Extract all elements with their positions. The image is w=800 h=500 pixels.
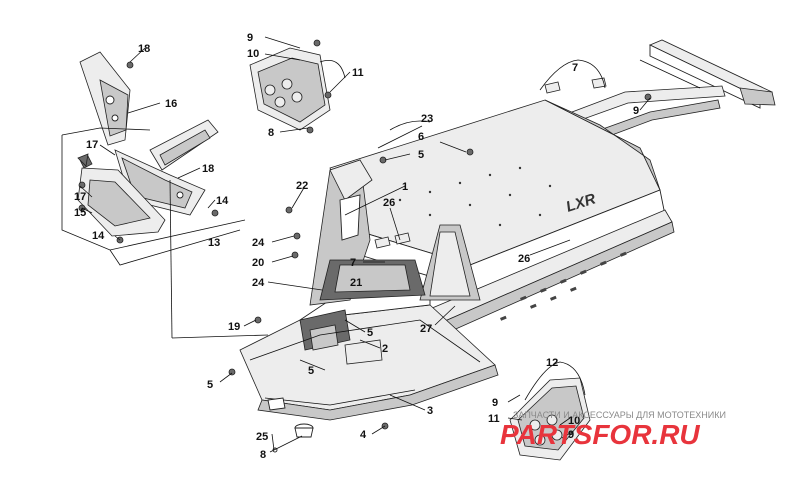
callout-12-b: 12 <box>546 357 558 369</box>
callout-25: 24 <box>252 277 265 289</box>
callout-labels: 18 16 17 18 17 15 14 14 13 9 10 11 8 23 … <box>74 32 639 461</box>
callout-5-c: 5 <box>308 365 314 377</box>
watermark-caption: ЗАПЧАСТИ И АКСЕССУАРЫ ДЛЯ МОТОТЕХНИКИ <box>513 410 726 420</box>
group-brackets <box>61 59 606 401</box>
callout-4: 4 <box>360 429 367 441</box>
callout-9-a: 8 <box>268 127 274 139</box>
callout-12-a: 11 <box>352 67 364 79</box>
callout-23: 22 <box>296 180 308 192</box>
callout-26-b: 25 <box>256 431 268 443</box>
callout-22: 21 <box>350 277 362 289</box>
callout-13: 13 <box>208 237 220 249</box>
callout-15: 15 <box>74 207 86 219</box>
running-board <box>379 209 675 357</box>
callout-8: 8 <box>260 449 266 461</box>
callout-26-a: 24 <box>252 237 265 249</box>
watermark-brand-parts: PARTS <box>500 419 593 450</box>
callout-7-b: 7 <box>350 257 356 269</box>
callout-24: 23 <box>421 113 433 125</box>
callout-18-a: 17 <box>86 139 98 151</box>
watermark-brand-ru: .RU <box>651 419 700 450</box>
upper-skid-plate-bracket <box>249 47 331 131</box>
hardware-fasteners <box>77 39 652 453</box>
watermark: ЗАПЧАСТИ И АКСЕССУАРЫ ДЛЯ МОТОТЕХНИКИ PA… <box>500 410 726 450</box>
callout-21: 20 <box>252 257 264 269</box>
callout-10-a: 9 <box>247 32 253 44</box>
callout-9-c: 9 <box>492 397 498 409</box>
front-chassis <box>239 159 499 421</box>
callout-9-b: 9 <box>633 105 639 117</box>
callout-14-b: 14 <box>92 230 105 242</box>
callout-5-a: 5 <box>418 149 424 161</box>
callout-18-b: 18 <box>202 163 214 175</box>
callout-2: 2 <box>382 343 388 355</box>
callout-14-a: 14 <box>216 195 229 207</box>
callout-1: 1 <box>402 181 408 193</box>
callout-17: 17 <box>74 191 86 203</box>
svg-text:PARTSFOR.RU: PARTSFOR.RU <box>500 419 700 450</box>
lower-skid-plate-bracket <box>509 377 591 461</box>
callout-11-b: 11 <box>488 413 500 425</box>
side-panel-bracket <box>149 119 219 171</box>
callout-27: 26 <box>383 197 395 209</box>
rear-rail-extension <box>571 39 776 139</box>
leader-lines <box>79 36 651 453</box>
steering-support-bracket <box>79 51 131 146</box>
callout-20: 19 <box>228 321 240 333</box>
callout-11-a: 10 <box>247 48 259 60</box>
callout-16: 16 <box>165 98 177 110</box>
callout-6: 6 <box>418 131 424 143</box>
callout-19: 18 <box>138 43 150 55</box>
callout-10-b: 10 <box>568 415 580 427</box>
callout-5-d: 5 <box>207 379 213 391</box>
callout-3: 3 <box>427 405 433 417</box>
callout-5-b: 5 <box>367 327 373 339</box>
watermark-brand-for: FOR <box>592 419 652 450</box>
callout-29: 27 <box>420 323 432 335</box>
callout-7-a: 7 <box>572 62 578 74</box>
callout-9-d: 9 <box>568 429 574 441</box>
lower-bracket <box>77 155 166 237</box>
callout-28: 26 <box>518 253 530 265</box>
